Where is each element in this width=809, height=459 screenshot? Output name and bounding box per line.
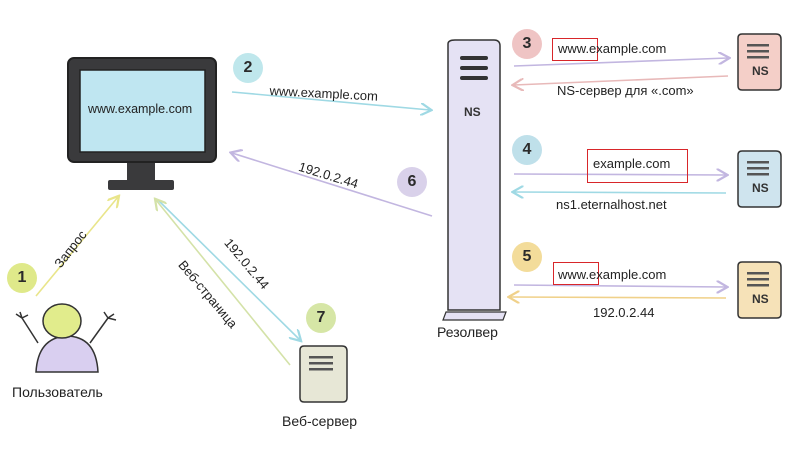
arrow-monitor-to-resolver	[231, 91, 430, 110]
step-2-badge: 2	[233, 53, 263, 83]
step-4-reply: ns1.eternalhost.net	[556, 197, 667, 212]
step-4-badge: 4	[512, 135, 542, 165]
arrow-to-web-server	[157, 199, 300, 340]
ns-root-label: NS	[752, 64, 769, 78]
web-server-caption: Веб-сервер	[282, 413, 358, 429]
ns-server-host	[737, 261, 782, 319]
step-3-badge: 3	[512, 29, 542, 59]
arrow-3-request	[513, 58, 728, 67]
user-figure	[15, 303, 117, 373]
step-5-highlight	[553, 262, 599, 285]
resolver-tower	[442, 39, 507, 321]
arrow-4-request	[513, 174, 726, 175]
step-5-reply: 192.0.2.44	[593, 305, 655, 320]
arrow-user-request	[35, 197, 118, 297]
step-3-label: www.example.com	[558, 41, 667, 56]
step-3-highlight	[552, 38, 598, 61]
ns-host-label: NS	[752, 292, 769, 306]
step-5-label: www.example.com	[558, 267, 667, 282]
monitor-url: www.example.com	[88, 102, 193, 116]
ns-server-com	[737, 150, 782, 208]
user-caption: Пользователь	[12, 384, 103, 400]
ns-com-label: NS	[752, 181, 769, 195]
ns-server-root	[737, 33, 782, 91]
step-4-label: example.com	[593, 156, 671, 171]
step-5-badge: 5	[512, 242, 542, 272]
resolver-caption: Резолвер	[437, 324, 498, 340]
step-4-highlight	[587, 149, 688, 183]
arrow-resolver-to-monitor	[232, 153, 433, 217]
web-server	[299, 345, 348, 403]
monitor	[67, 57, 217, 190]
step-7-badge: 7	[306, 303, 336, 333]
resolver-ns-label: NS	[464, 105, 481, 119]
step-1-badge: 1	[7, 263, 37, 293]
arrow-5-reply	[510, 297, 727, 298]
step-6-badge: 6	[397, 167, 427, 197]
arrow-from-web-server	[156, 200, 291, 366]
arrow-4-reply	[514, 192, 727, 193]
arrow-5-request	[513, 285, 726, 287]
step-3-reply: NS-сервер для «.com»	[557, 83, 694, 98]
arrow-3-reply	[514, 75, 729, 85]
